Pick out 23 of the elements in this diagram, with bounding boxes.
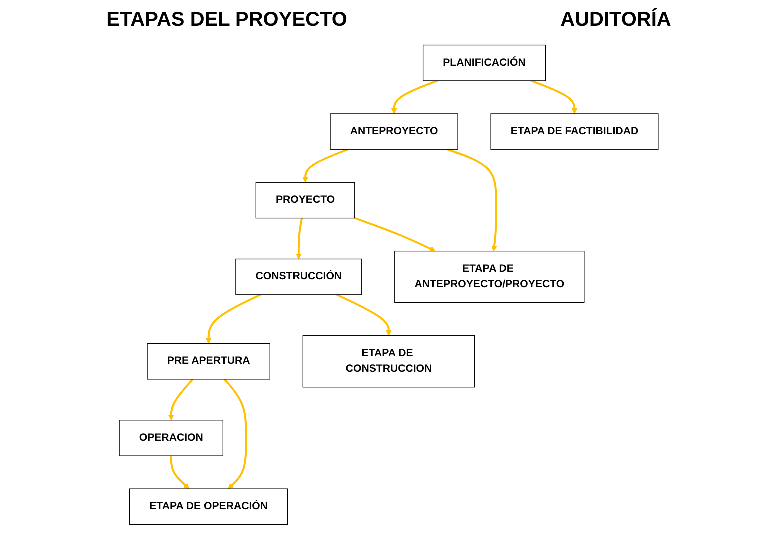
arrow xyxy=(296,218,304,260)
arrow xyxy=(336,294,392,336)
arrow xyxy=(206,294,262,344)
node-box: PRE APERTURA xyxy=(147,343,270,380)
node-box: CONSTRUCCIÓN xyxy=(236,258,362,296)
arrow xyxy=(170,456,190,490)
arrow xyxy=(168,378,194,421)
arrow xyxy=(391,80,438,114)
node-box: ETAPA DE FACTIBILIDAD xyxy=(490,114,659,150)
node-box: OPERACION xyxy=(119,420,224,456)
column-heading: ETAPAS DEL PROYECTO xyxy=(106,8,348,32)
node-box: ETAPA DE OPERACIÓN xyxy=(129,488,288,526)
node-box: PROYECTO xyxy=(256,182,356,219)
arrow xyxy=(224,378,248,490)
arrow xyxy=(354,217,436,252)
arrow xyxy=(446,148,498,252)
node-box: ETAPA DE CONSTRUCCION xyxy=(302,336,476,388)
node-box: ETAPA DE ANTEPROYECTO/PROYECTO xyxy=(394,250,585,304)
column-heading: AUDITORÍA xyxy=(560,8,672,32)
node-box: PLANIFICACIÓN xyxy=(423,44,546,82)
node-box: ANTEPROYECTO xyxy=(330,114,458,150)
arrow xyxy=(531,80,578,114)
arrow xyxy=(302,148,349,183)
